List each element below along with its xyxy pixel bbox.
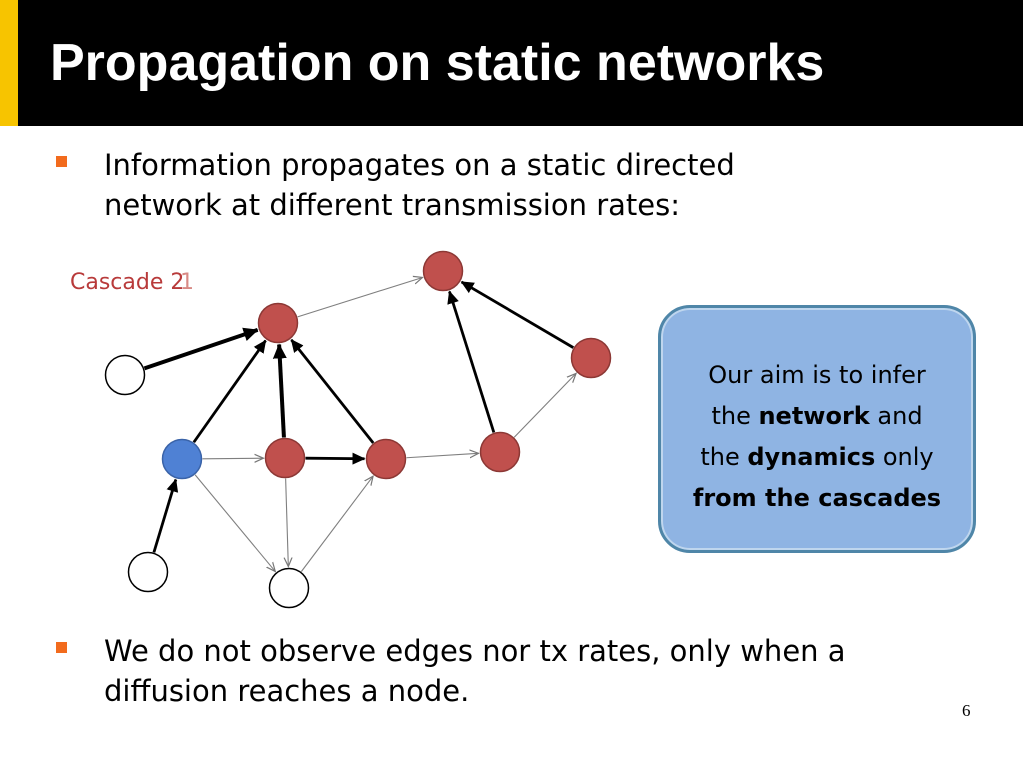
node-I-uninfected [127,551,169,593]
callout-emphasis-cascades: from the cascades [692,484,942,512]
cascade-label-text: Cascade 2 [70,270,185,295]
edge-D-B [192,339,267,444]
callout-text-fragment: only [875,443,934,471]
bullet-marker-1 [56,156,67,167]
bullet-text-1: Information propagates on a static direc… [104,148,735,222]
edge-D-J [194,474,275,572]
callout-line-4: from the cascades [661,478,973,519]
node-G-infected [479,431,521,473]
edge-F-B [290,338,375,444]
title-bar: Propagation on static networks [0,0,1023,126]
callout-emphasis-dynamics: dynamics [747,443,876,471]
bullet-marker-2 [56,642,67,653]
node-F-infected [365,438,407,480]
callout-text-fragment: the [711,402,759,430]
node-C-infected [422,250,464,292]
callout-line-1: Our aim is to infer [708,361,926,389]
callout-line-3: the dynamics only [661,437,973,478]
node-D-source [161,438,203,480]
node-A-uninfected [104,354,146,396]
edge-D-E [202,458,263,459]
aim-callout-box: Our aim is to infer the network and the … [658,305,976,553]
node-J-uninfected [268,567,310,609]
node-E-infected [264,437,306,479]
cascade-label-overlap: 1 [180,270,194,295]
callout-text-fragment: the [700,443,748,471]
edge-E-B [272,343,287,438]
aim-callout-text: Our aim is to infer the network and the … [661,355,973,519]
edge-H-C [460,280,575,349]
node-B-infected [257,302,299,344]
page-number: 6 [962,701,971,720]
edge-G-C [447,290,496,433]
edge-B-C [297,277,423,318]
callout-text-fragment: and [869,402,923,430]
callout-line-2: the network and [661,396,973,437]
edge-G-H [513,373,576,438]
slide-title: Propagation on static networks [50,34,825,92]
node-H-infected [570,337,612,379]
callout-emphasis-network: network [758,402,870,430]
cascade-label: Cascade 2 1 [70,268,194,298]
accent-stripe [0,0,18,126]
bullet-text-2: We do not observe edges nor tx rates, on… [104,634,846,708]
edge-I-D [152,478,179,553]
edge-J-F [300,476,373,572]
edge-A-B [143,327,259,371]
edge-E-J [286,478,289,566]
edge-E-F [305,452,366,465]
edge-F-G [406,453,478,457]
